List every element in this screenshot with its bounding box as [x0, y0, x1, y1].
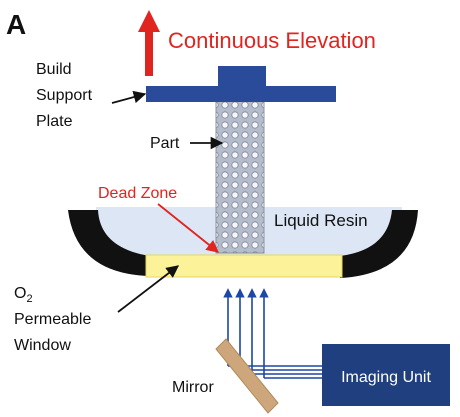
o2-label-subscript: 2 — [26, 293, 32, 305]
imaging-unit-box — [322, 344, 450, 406]
o2-label-line-2: Permeable — [14, 311, 91, 328]
o2-permeable-window — [145, 254, 343, 278]
printed-part — [215, 97, 265, 254]
build-support-plate — [146, 66, 336, 102]
vat-right-wall — [340, 210, 418, 278]
dead-zone-label: Dead Zone — [98, 185, 177, 202]
part-label: Part — [150, 135, 180, 152]
elevation-arrow-icon — [138, 10, 160, 76]
imaging-unit-label: Imaging Unit — [341, 369, 431, 386]
o2-window-pointer-arrow — [117, 265, 179, 313]
o2-label-o: O — [14, 285, 26, 302]
build-label-line-2: Support — [36, 87, 93, 104]
light-rays — [223, 288, 322, 379]
dead-zone-pointer-arrow — [157, 203, 219, 253]
mirror-label: Mirror — [172, 379, 214, 396]
o2-label-line-3: Window — [14, 337, 71, 354]
o2-window-label: O2 Permeable Window — [14, 285, 96, 354]
liquid-resin-label: Liquid Resin — [274, 211, 368, 230]
mirror-icon — [215, 338, 279, 414]
build-support-plate-label: Build Support Plate — [36, 61, 97, 130]
build-label-line-3: Plate — [36, 113, 73, 130]
panel-label: A — [6, 9, 26, 40]
continuous-elevation-label: Continuous Elevation — [168, 28, 376, 53]
build-label-line-1: Build — [36, 61, 72, 78]
build-plate-pointer-arrow — [111, 90, 147, 104]
vat-left-wall — [68, 210, 150, 276]
